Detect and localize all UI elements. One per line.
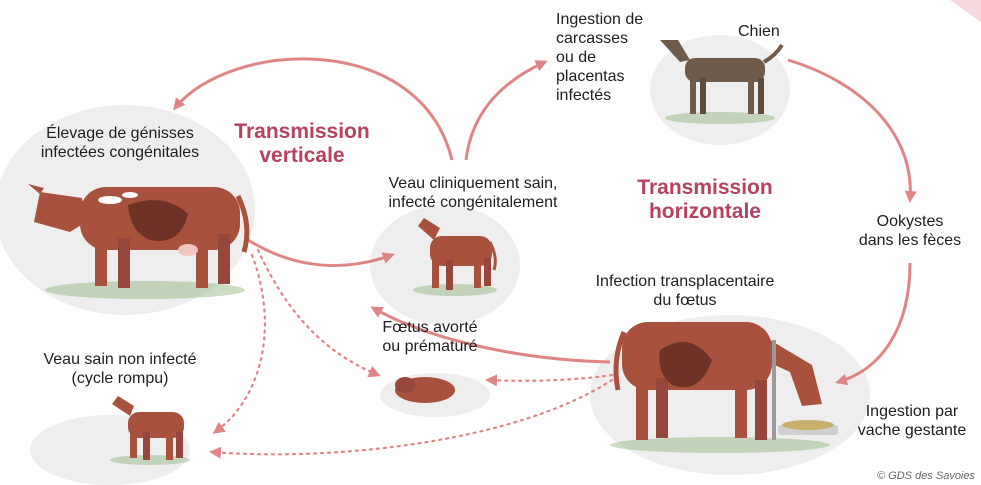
arrow-calf-to-carcass bbox=[466, 62, 545, 160]
label-oocysts-line2: dans les fèces bbox=[845, 231, 975, 250]
heading-vertical-transmission: Transmission verticale bbox=[222, 120, 382, 168]
label-ingestion-cow-line1: Ingestion par bbox=[848, 402, 976, 421]
label-ingestion-cow: Ingestion par vache gestante bbox=[848, 402, 976, 440]
heading-vertical-line1: Transmission bbox=[222, 120, 382, 144]
label-herd-line2: infectées congénitales bbox=[20, 143, 220, 162]
label-transplacental: Infection transplacentaire du fœtus bbox=[585, 272, 785, 310]
label-healthy-calf: Veau sain non infecté (cycle rompu) bbox=[30, 350, 210, 388]
label-fetus: Fœtus avorté ou prématuré bbox=[365, 318, 495, 356]
label-carcass-line1: Ingestion de bbox=[556, 10, 666, 29]
label-oocysts-line1: Ookystes bbox=[845, 212, 975, 231]
label-fetus-line1: Fœtus avorté bbox=[365, 318, 495, 337]
heading-horizontal-transmission: Transmission horizontale bbox=[620, 176, 790, 224]
heading-horizontal-line2: horizontale bbox=[620, 200, 790, 224]
label-carcass-line2: carcasses bbox=[556, 29, 666, 48]
arrow-herd-to-calf bbox=[248, 240, 392, 265]
credit-text: © GDS des Savoies bbox=[840, 470, 975, 482]
label-carcass-line4: placentas bbox=[556, 67, 666, 86]
label-herd-line1: Élevage de génisses bbox=[20, 124, 220, 143]
label-herd: Élevage de génisses infectées congénital… bbox=[20, 124, 220, 162]
label-carcass-line5: infectés bbox=[556, 86, 666, 105]
label-calf-infected: Veau cliniquement sain, infecté congénit… bbox=[368, 174, 578, 212]
label-oocysts: Ookystes dans les fèces bbox=[845, 212, 975, 250]
corner-accent bbox=[950, 0, 981, 22]
heading-vertical-line2: verticale bbox=[222, 144, 382, 168]
label-fetus-line2: ou prématuré bbox=[365, 337, 495, 356]
label-transplacental-line2: du fœtus bbox=[585, 291, 785, 310]
label-dog: Chien bbox=[738, 22, 798, 41]
label-healthy-calf-line2: (cycle rompu) bbox=[30, 369, 210, 388]
arrow-dog-to-oocysts bbox=[788, 60, 910, 200]
label-calf-infected-line2: infecté congénitalement bbox=[368, 193, 578, 212]
label-healthy-calf-line1: Veau sain non infecté bbox=[30, 350, 210, 369]
dotted-herd-to-fetus bbox=[258, 250, 378, 375]
label-carcass-line3: ou de bbox=[556, 48, 666, 67]
label-calf-infected-line1: Veau cliniquement sain, bbox=[368, 174, 578, 193]
label-carcass-ingestion: Ingestion de carcasses ou de placentas i… bbox=[556, 10, 666, 105]
label-ingestion-cow-line2: vache gestante bbox=[848, 421, 976, 440]
heading-horizontal-line1: Transmission bbox=[620, 176, 790, 200]
aborted-fetus-illustration bbox=[395, 377, 455, 403]
label-transplacental-line1: Infection transplacentaire bbox=[585, 272, 785, 291]
